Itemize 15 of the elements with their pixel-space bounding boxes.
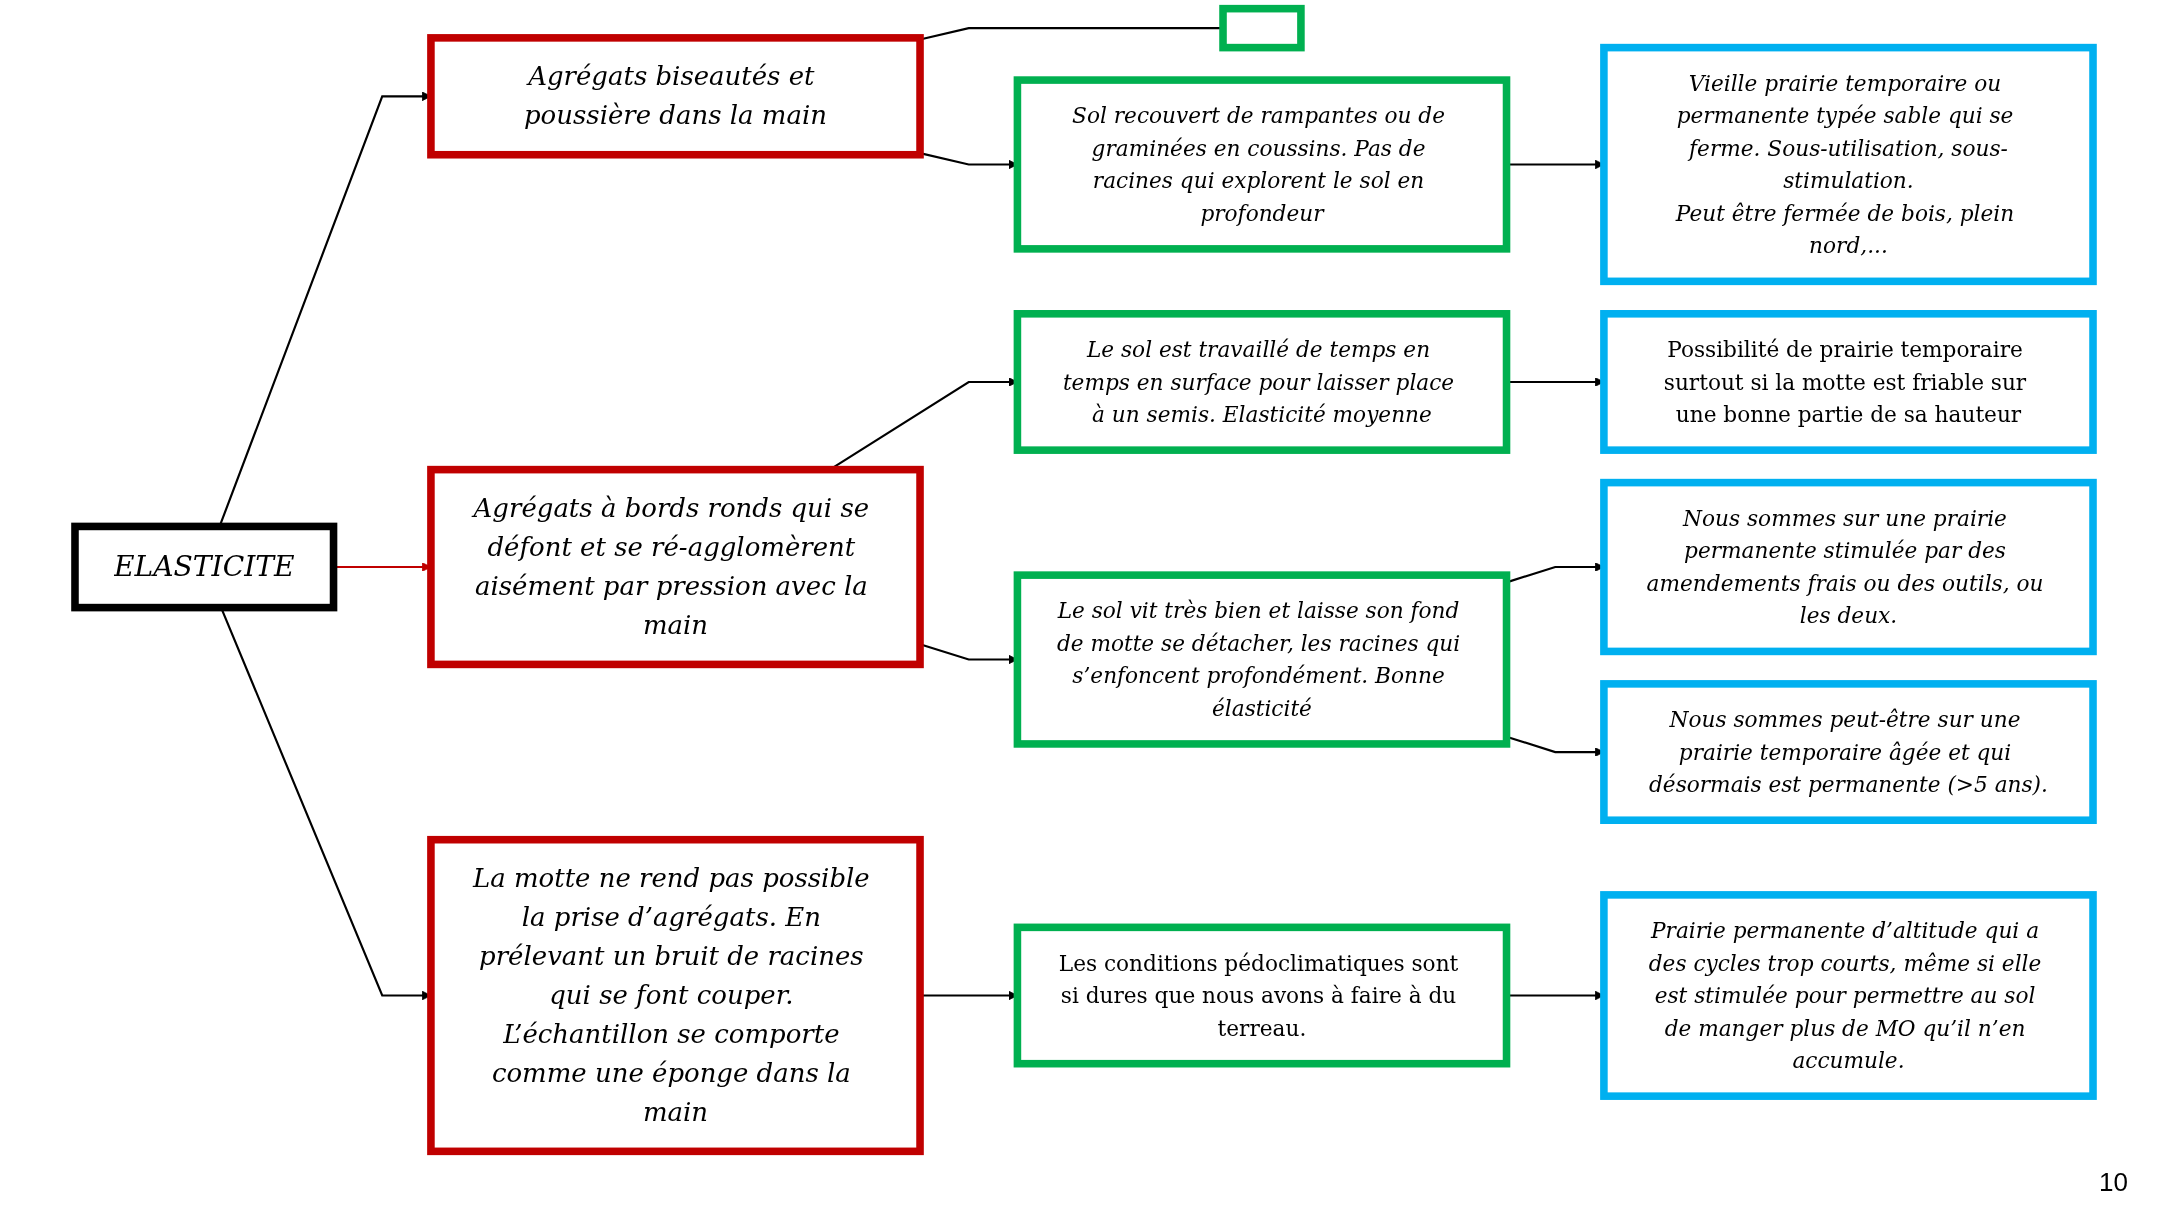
node-box: La motte ne rend pas possible la prise d’agrégats. En prélevant un bruit de racines qui se font couper. L’échantillon se comporte comme une éponge dans la main	[427, 835, 924, 1156]
node-box: Sol recouvert de rampantes ou de graminées en coussins. Pas de racines qui explorent le sol en profondeur	[1013, 76, 1511, 253]
node-box: Le sol est travaillé de temps en temps en surface pour laisser place à un semis. Elasticité moyenne	[1013, 310, 1511, 454]
node-box: Nous sommes peut-être sur une prairie temporaire âgée et qui désormais est permanente (>5 ans).	[1600, 680, 2097, 824]
page-number: 10	[2099, 1167, 2128, 1198]
node-box: Prairie permanente d’altitude qui a des cycles trop courts, même si elle est stimulée pour permettre au sol de manger plus de MO qu’il n’en accumule.	[1600, 891, 2097, 1100]
node-box: Possibilité de prairie temporaire surtout si la motte est friable sur une bonne partie de sa hauteur	[1600, 310, 2097, 454]
node-box: Les conditions pédoclimatiques sont si dures que nous avons à faire à du terreau.	[1013, 923, 1511, 1068]
node-box: Le sol vit très bien et laisse son fond de motte se détacher, les racines qui s’enfoncent profondément. Bonne élasticité	[1013, 571, 1511, 748]
node-box: Agrégats biseautés et poussière dans la main	[427, 34, 924, 159]
node-box: Vieille prairie temporaire ou permanente typée sable qui se ferme. Sous-utilisation, sous-stimulation. Peut être fermée de bois, plein nord,...	[1600, 43, 2097, 286]
node-box	[1219, 4, 1305, 52]
node-box: ELASTICITE	[71, 522, 338, 612]
node-box: Agrégats à bords ronds qui se défont et se ré-agglomèrent aisément par pression avec la main	[427, 465, 924, 669]
node-box: Nous sommes sur une prairie permanente stimulée par des amendements frais ou des outils, ou les deux.	[1600, 478, 2097, 656]
